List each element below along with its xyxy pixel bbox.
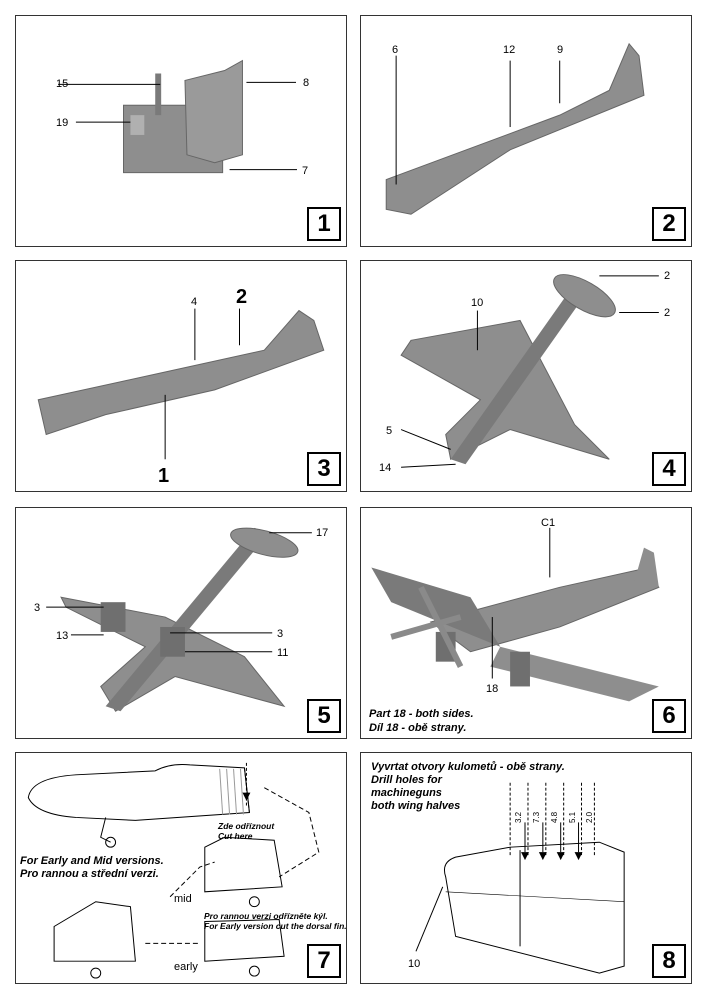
callout-17: 17 [316,527,329,539]
early-label: early [174,961,198,973]
step-number: 4 [652,452,686,486]
step-number: 6 [652,699,686,733]
step-number: 3 [307,452,341,486]
panel-2: 6 12 9 2 [360,15,692,247]
step-number: 2 [652,207,686,241]
drill-en-1: Drill holes for [371,774,442,786]
callout-2: 2 [236,286,248,308]
step-number: 5 [307,699,341,733]
panel-1: 15 8 19 7 1 [15,15,347,247]
cut-here-en: Cut here [218,831,253,841]
part-18-note-cz: Díl 18 - obě strany. [369,722,467,734]
callout-8: 8 [303,77,310,89]
dim-5: 2.0 [585,811,594,823]
callout-18: 18 [486,683,499,695]
seat-photo [58,59,297,174]
fuselage-half-photo [385,42,645,215]
dim-4: 5.1 [568,811,577,823]
drill-en-3: both wing halves [371,800,461,812]
dorsal-en: For Early version cut the dorsal fin. [204,921,347,931]
drill-cz: Vyvrtat otvory kulometů - obě strany. [371,761,565,773]
versions-en: For Early and Mid versions. [20,855,164,867]
aircraft-bottom-photo [46,527,312,712]
drill-en-2: machineguns [371,787,442,799]
callout-7: 7 [302,165,309,177]
step-number: 1 [307,207,341,241]
mid-label: mid [174,893,192,905]
step-number: 8 [652,944,686,978]
panel-4: 2 10 2 5 14 4 [360,260,692,492]
callout-19: 19 [56,117,69,129]
callout-10: 10 [471,297,484,309]
aircraft-top-photo [400,274,659,468]
callout-c1: C1 [541,517,556,529]
panel-7: Zde odříznout Cut here For Early and Mid… [15,752,347,984]
fuselage-assembly-photo [37,308,325,460]
callout-4: 4 [191,296,198,308]
dorsal-cz: Pro rannou verzi odřízněte kýl. [204,911,328,921]
dim-1: 3.2 [514,811,523,823]
panel-6: C1 18 Part 18 - both sides. Díl 18 - obě… [360,507,692,739]
dim-3: 4.8 [550,811,559,823]
panel-8: Vyvrtat otvory kulometů - obě strany. Dr… [360,752,692,984]
dim-2: 7.3 [532,811,541,823]
callout-2a: 2 [664,270,671,282]
panel-3: 4 2 1 3 [15,260,347,492]
callout-3a: 3 [34,602,41,614]
aircraft-side-photo [371,527,660,702]
wing-drill-diagram [415,782,625,974]
panel-5: 17 3 13 3 11 5 [15,507,347,739]
callout-13: 13 [56,630,69,642]
callout-9: 9 [557,44,564,56]
part-18-note-en: Part 18 - both sides. [369,708,474,720]
tail-cut-diagram [27,762,320,979]
callout-12: 12 [503,44,516,56]
versions-cz: Pro rannou a střední verzi. [20,868,159,880]
callout-2b: 2 [664,307,671,319]
callout-6: 6 [392,44,399,56]
callout-11: 11 [277,647,289,659]
cut-here-cz: Zde odříznout [218,821,275,831]
callout-10: 10 [408,958,421,970]
step-number: 7 [307,944,341,978]
callout-15: 15 [56,78,69,90]
callout-3b: 3 [277,628,284,640]
callout-5: 5 [386,425,393,437]
callout-1: 1 [158,465,170,487]
callout-14: 14 [379,462,392,474]
